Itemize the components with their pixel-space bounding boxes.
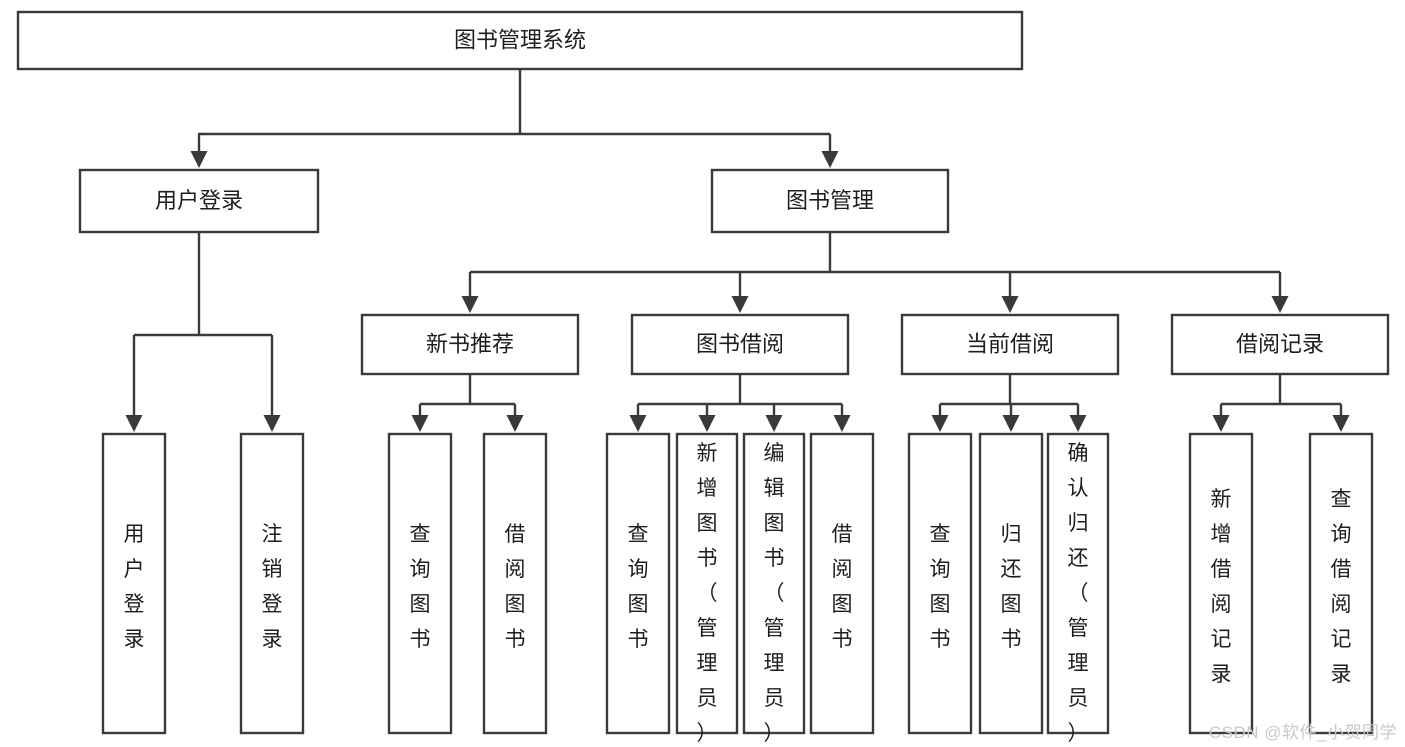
node-leaf-新书推荐-查询图书-outline (387, 432, 453, 735)
node-level2-图书管理[interactable]: 图书管理 (710, 168, 950, 234)
node-leaf-用户登录-注销登录-outline (239, 432, 305, 735)
node-level2-图书管理-label: 图书管理 (786, 188, 874, 213)
node-root-图书管理系统[interactable]: 图书管理系统 (16, 10, 1024, 71)
node-leaf-图书借阅-新增图书管理员[interactable]: 新增图书（管理员） (675, 432, 739, 745)
node-level3-当前借阅-outline (900, 313, 1120, 376)
node-leaf-新书推荐-查询图书-label: 查询图书 (410, 523, 431, 651)
arrow-head-icon-level3-图书借阅 (731, 296, 749, 313)
node-leaf-图书借阅-编辑图书管理员-label: 编辑图书（管理员） (764, 442, 785, 745)
node-leaf-当前借阅-查询图书[interactable]: 查询图书 (907, 432, 973, 735)
node-leaf-当前借阅-确认归还管理员-label: 确认归还（管理员） (1068, 442, 1089, 745)
node-leaf-图书借阅-查询图书-label: 查询图书 (628, 523, 649, 651)
arrow-head-icon-level2-图书管理 (821, 151, 839, 168)
node-level3-借阅记录-outline (1170, 313, 1390, 376)
arrow-head-icon-leaf-新增图书管理员 (698, 415, 716, 432)
boxes-layer: 图书管理系统用户登录图书管理新书推荐图书借阅当前借阅借阅记录用户登录注销登录查询… (16, 10, 1390, 745)
node-leaf-图书借阅-查询图书-outline (605, 432, 671, 735)
arrow-head-icon-leaf-查询图书 (411, 415, 429, 432)
node-leaf-图书借阅-新增图书管理员-label: 新增图书（管理员） (697, 442, 718, 745)
node-leaf-借阅记录-查询借阅记录-outline (1308, 432, 1374, 735)
node-level3-新书推荐-outline (360, 313, 580, 376)
node-leaf-图书借阅-查询图书[interactable]: 查询图书 (605, 432, 671, 735)
node-leaf-图书借阅-借阅图书[interactable]: 借阅图书 (809, 432, 875, 735)
node-level3-借阅记录[interactable]: 借阅记录 (1170, 313, 1390, 376)
csdn-watermark: CSDN @软件_小贺同学 (1208, 723, 1397, 742)
arrow-head-icon-leaf-编辑图书管理员 (765, 415, 783, 432)
node-leaf-图书借阅-借阅图书-label: 借阅图书 (832, 523, 853, 651)
node-leaf-新书推荐-借阅图书-label: 借阅图书 (505, 523, 526, 651)
node-leaf-用户登录-用户登录-label: 用户登录 (124, 523, 145, 651)
arrow-head-icon-level3-借阅记录 (1271, 296, 1289, 313)
node-leaf-图书借阅-编辑图书管理员[interactable]: 编辑图书（管理员） (742, 432, 806, 745)
node-root-图书管理系统-label: 图书管理系统 (454, 27, 586, 52)
node-leaf-新书推荐-查询图书[interactable]: 查询图书 (387, 432, 453, 735)
node-leaf-当前借阅-归还图书-outline (978, 432, 1044, 735)
arrow-head-icon-leaf-用户登录 (125, 415, 143, 432)
arrow-head-icon-level2-用户登录 (190, 151, 208, 168)
node-leaf-用户登录-注销登录[interactable]: 注销登录 (239, 432, 305, 735)
node-root-图书管理系统-outline (16, 10, 1024, 71)
node-level3-图书借阅-outline (630, 313, 850, 376)
arrow-head-icon-leaf-归还图书 (1002, 415, 1020, 432)
node-leaf-当前借阅-确认归还管理员[interactable]: 确认归还（管理员） (1046, 432, 1110, 745)
node-level3-图书借阅[interactable]: 图书借阅 (630, 313, 850, 376)
node-leaf-当前借阅-确认归还管理员-outline (1046, 432, 1110, 735)
arrow-head-icon-leaf-注销登录 (263, 415, 281, 432)
arrow-head-icon-leaf-新增借阅记录 (1212, 415, 1230, 432)
node-leaf-当前借阅-归还图书-label: 归还图书 (1001, 523, 1022, 651)
node-level3-新书推荐-label: 新书推荐 (426, 331, 514, 356)
connectors-layer (125, 69, 1350, 432)
node-leaf-借阅记录-查询借阅记录-label: 查询借阅记录 (1331, 488, 1352, 686)
node-level2-用户登录-outline (78, 168, 320, 234)
arrow-head-icon-leaf-确认归还管理员 (1069, 415, 1087, 432)
node-level2-用户登录-label: 用户登录 (155, 188, 243, 213)
arrow-head-icon-leaf-查询图书 (931, 415, 949, 432)
arrow-head-icon-leaf-借阅图书 (833, 415, 851, 432)
arrow-head-icon-level3-当前借阅 (1001, 296, 1019, 313)
node-level3-当前借阅-label: 当前借阅 (966, 331, 1054, 356)
node-leaf-借阅记录-查询借阅记录[interactable]: 查询借阅记录 (1308, 432, 1374, 735)
node-leaf-当前借阅-查询图书-label: 查询图书 (930, 523, 951, 651)
node-leaf-新书推荐-借阅图书-outline (482, 432, 548, 735)
node-level3-借阅记录-label: 借阅记录 (1236, 331, 1324, 356)
node-leaf-新书推荐-借阅图书[interactable]: 借阅图书 (482, 432, 548, 735)
node-leaf-用户登录-用户登录-outline (101, 432, 167, 735)
node-level3-图书借阅-label: 图书借阅 (696, 331, 784, 356)
node-leaf-借阅记录-新增借阅记录-label: 新增借阅记录 (1211, 488, 1232, 686)
node-leaf-用户登录-注销登录-label: 注销登录 (262, 523, 283, 651)
arrow-head-icon-leaf-借阅图书 (506, 415, 524, 432)
node-leaf-用户登录-用户登录[interactable]: 用户登录 (101, 432, 167, 735)
node-leaf-当前借阅-归还图书[interactable]: 归还图书 (978, 432, 1044, 735)
arrow-head-icon-level3-新书推荐 (461, 296, 479, 313)
node-leaf-当前借阅-查询图书-outline (907, 432, 973, 735)
node-level3-当前借阅[interactable]: 当前借阅 (900, 313, 1120, 376)
node-level2-图书管理-outline (710, 168, 950, 234)
node-leaf-借阅记录-新增借阅记录[interactable]: 新增借阅记录 (1188, 432, 1254, 735)
node-leaf-借阅记录-新增借阅记录-outline (1188, 432, 1254, 735)
node-level3-新书推荐[interactable]: 新书推荐 (360, 313, 580, 376)
node-leaf-图书借阅-新增图书管理员-outline (675, 432, 739, 735)
node-leaf-图书借阅-编辑图书管理员-outline (742, 432, 806, 735)
arrow-head-icon-leaf-查询图书 (629, 415, 647, 432)
arrow-head-icon-leaf-查询借阅记录 (1332, 415, 1350, 432)
node-level2-用户登录[interactable]: 用户登录 (78, 168, 320, 234)
node-leaf-图书借阅-借阅图书-outline (809, 432, 875, 735)
